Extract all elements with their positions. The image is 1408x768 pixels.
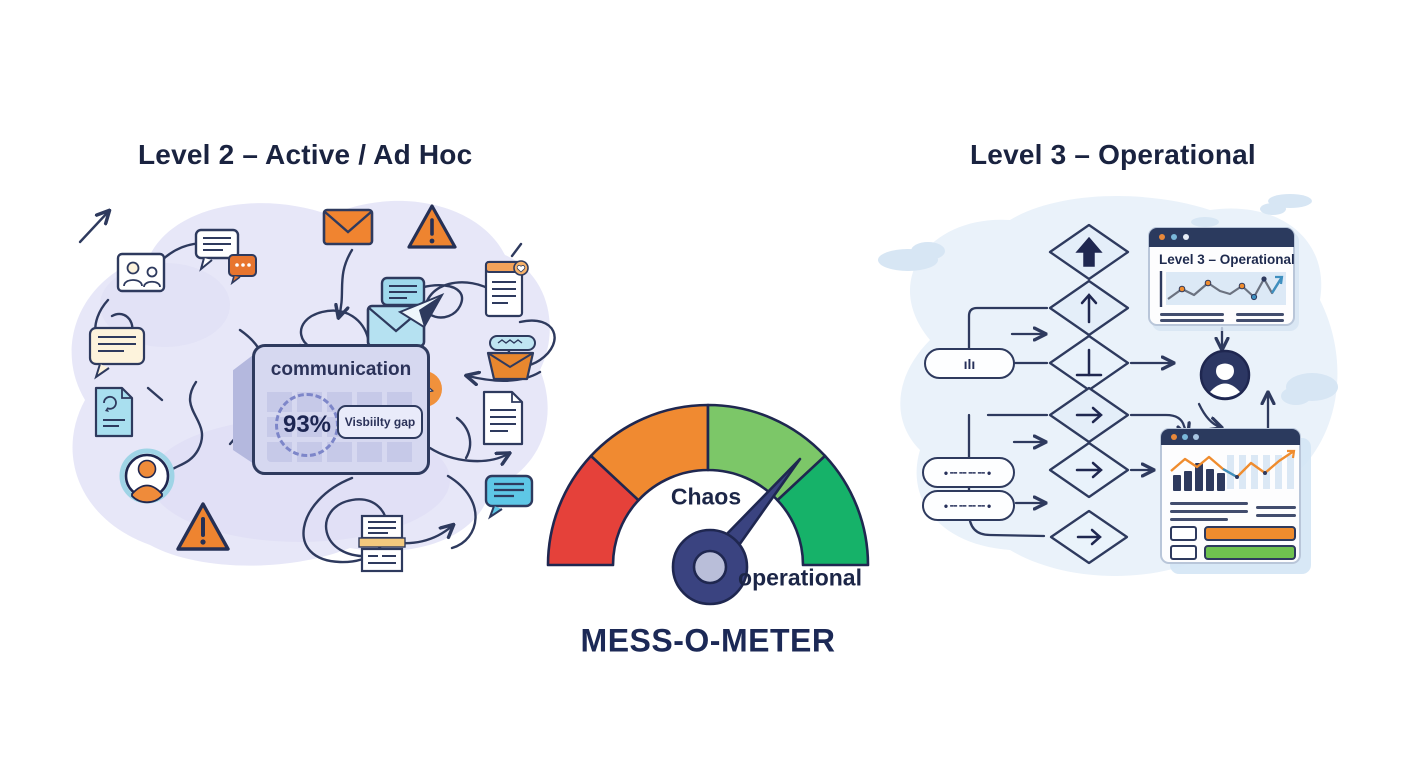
arrow-right-icon: [1076, 528, 1102, 546]
checkbox: [1170, 545, 1197, 560]
gauge-segment-green: [776, 454, 870, 567]
bar-trend-chart: [1170, 449, 1296, 491]
gauge-title: MESS-O-METER: [580, 622, 836, 659]
user-avatar-icon: [119, 448, 175, 504]
level3-title: Level 3 – Operational: [970, 139, 1256, 170]
browser-heading: Level 3 – Operational: [1159, 252, 1295, 267]
window-dot: [1159, 234, 1165, 240]
status-bar-orange: [1204, 526, 1296, 541]
visibility-gap-badge: Visbiilty gap: [337, 405, 423, 439]
arrow-up-bold-icon: [1075, 236, 1103, 267]
text-line: [1170, 510, 1248, 513]
dashboard-title-bar: [1161, 429, 1300, 445]
warning-triangle-icon: [407, 204, 457, 249]
checkbox: [1170, 526, 1197, 541]
video-call-icon: [116, 252, 166, 293]
status-bar-green: [1204, 545, 1296, 560]
window-dot: [1171, 234, 1177, 240]
document-heart-icon: [484, 260, 529, 318]
text-line: [1256, 514, 1296, 517]
person-avatar-icon: [1199, 349, 1251, 401]
dashboard-window: [1160, 428, 1301, 564]
level2-title: Level 2 – Active / Ad Hoc: [138, 139, 473, 170]
flow-pill: ılı: [924, 348, 1015, 379]
text-line: [1160, 313, 1224, 316]
communication-card: communication 93% Visbiilty gap: [252, 344, 430, 475]
flow-pill: •╌╌╌╌•: [922, 457, 1015, 488]
card-title: communication: [270, 359, 412, 380]
mess-o-meter-gauge: [546, 403, 870, 606]
text-line: [1160, 319, 1224, 322]
browser-window: Level 3 – Operational: [1148, 227, 1295, 326]
document-icon: [482, 390, 524, 446]
window-dot: [1171, 434, 1177, 440]
window-dot: [1193, 434, 1199, 440]
arrow-right-icon: [1075, 406, 1103, 424]
percent-circle: 93%: [275, 393, 339, 457]
gauge-label-operational: operational: [738, 564, 862, 591]
notes-stack-icon: [358, 514, 406, 573]
trend-line-chart: [1159, 271, 1286, 307]
warning-triangle-icon: [176, 502, 230, 551]
person-node: [1199, 349, 1251, 401]
typing-bubble-icon: [228, 254, 257, 286]
text-line: [1256, 506, 1296, 509]
diamond-icons: [1075, 236, 1103, 546]
chat-bubble-blue-icon: [484, 474, 534, 520]
text-line: [1170, 518, 1228, 521]
browser-title-bar: [1149, 228, 1294, 247]
arrow-right-icon: [1075, 461, 1103, 479]
envelope-icon: [322, 208, 374, 246]
send-envelope-icon: [366, 293, 445, 348]
text-line: [1170, 502, 1248, 505]
cloud-icon: [878, 194, 1338, 405]
gauge-needle-hub-inner: [692, 549, 728, 585]
window-dot: [1182, 434, 1188, 440]
down-tack-icon: [1075, 348, 1103, 377]
text-line: [1236, 313, 1284, 316]
text-line: [1236, 319, 1284, 322]
speech-bubble-icon: [194, 228, 240, 272]
refresh-document-icon: [94, 386, 134, 438]
gauge-label-chaos: Chaos: [670, 483, 742, 510]
flow-pill: •╌╌╌╌•: [922, 490, 1015, 521]
comment-bubble-cream-icon: [88, 326, 146, 380]
window-dot: [1183, 234, 1189, 240]
arrow-up-icon: [1080, 293, 1098, 324]
open-envelope-icon: [486, 335, 536, 381]
